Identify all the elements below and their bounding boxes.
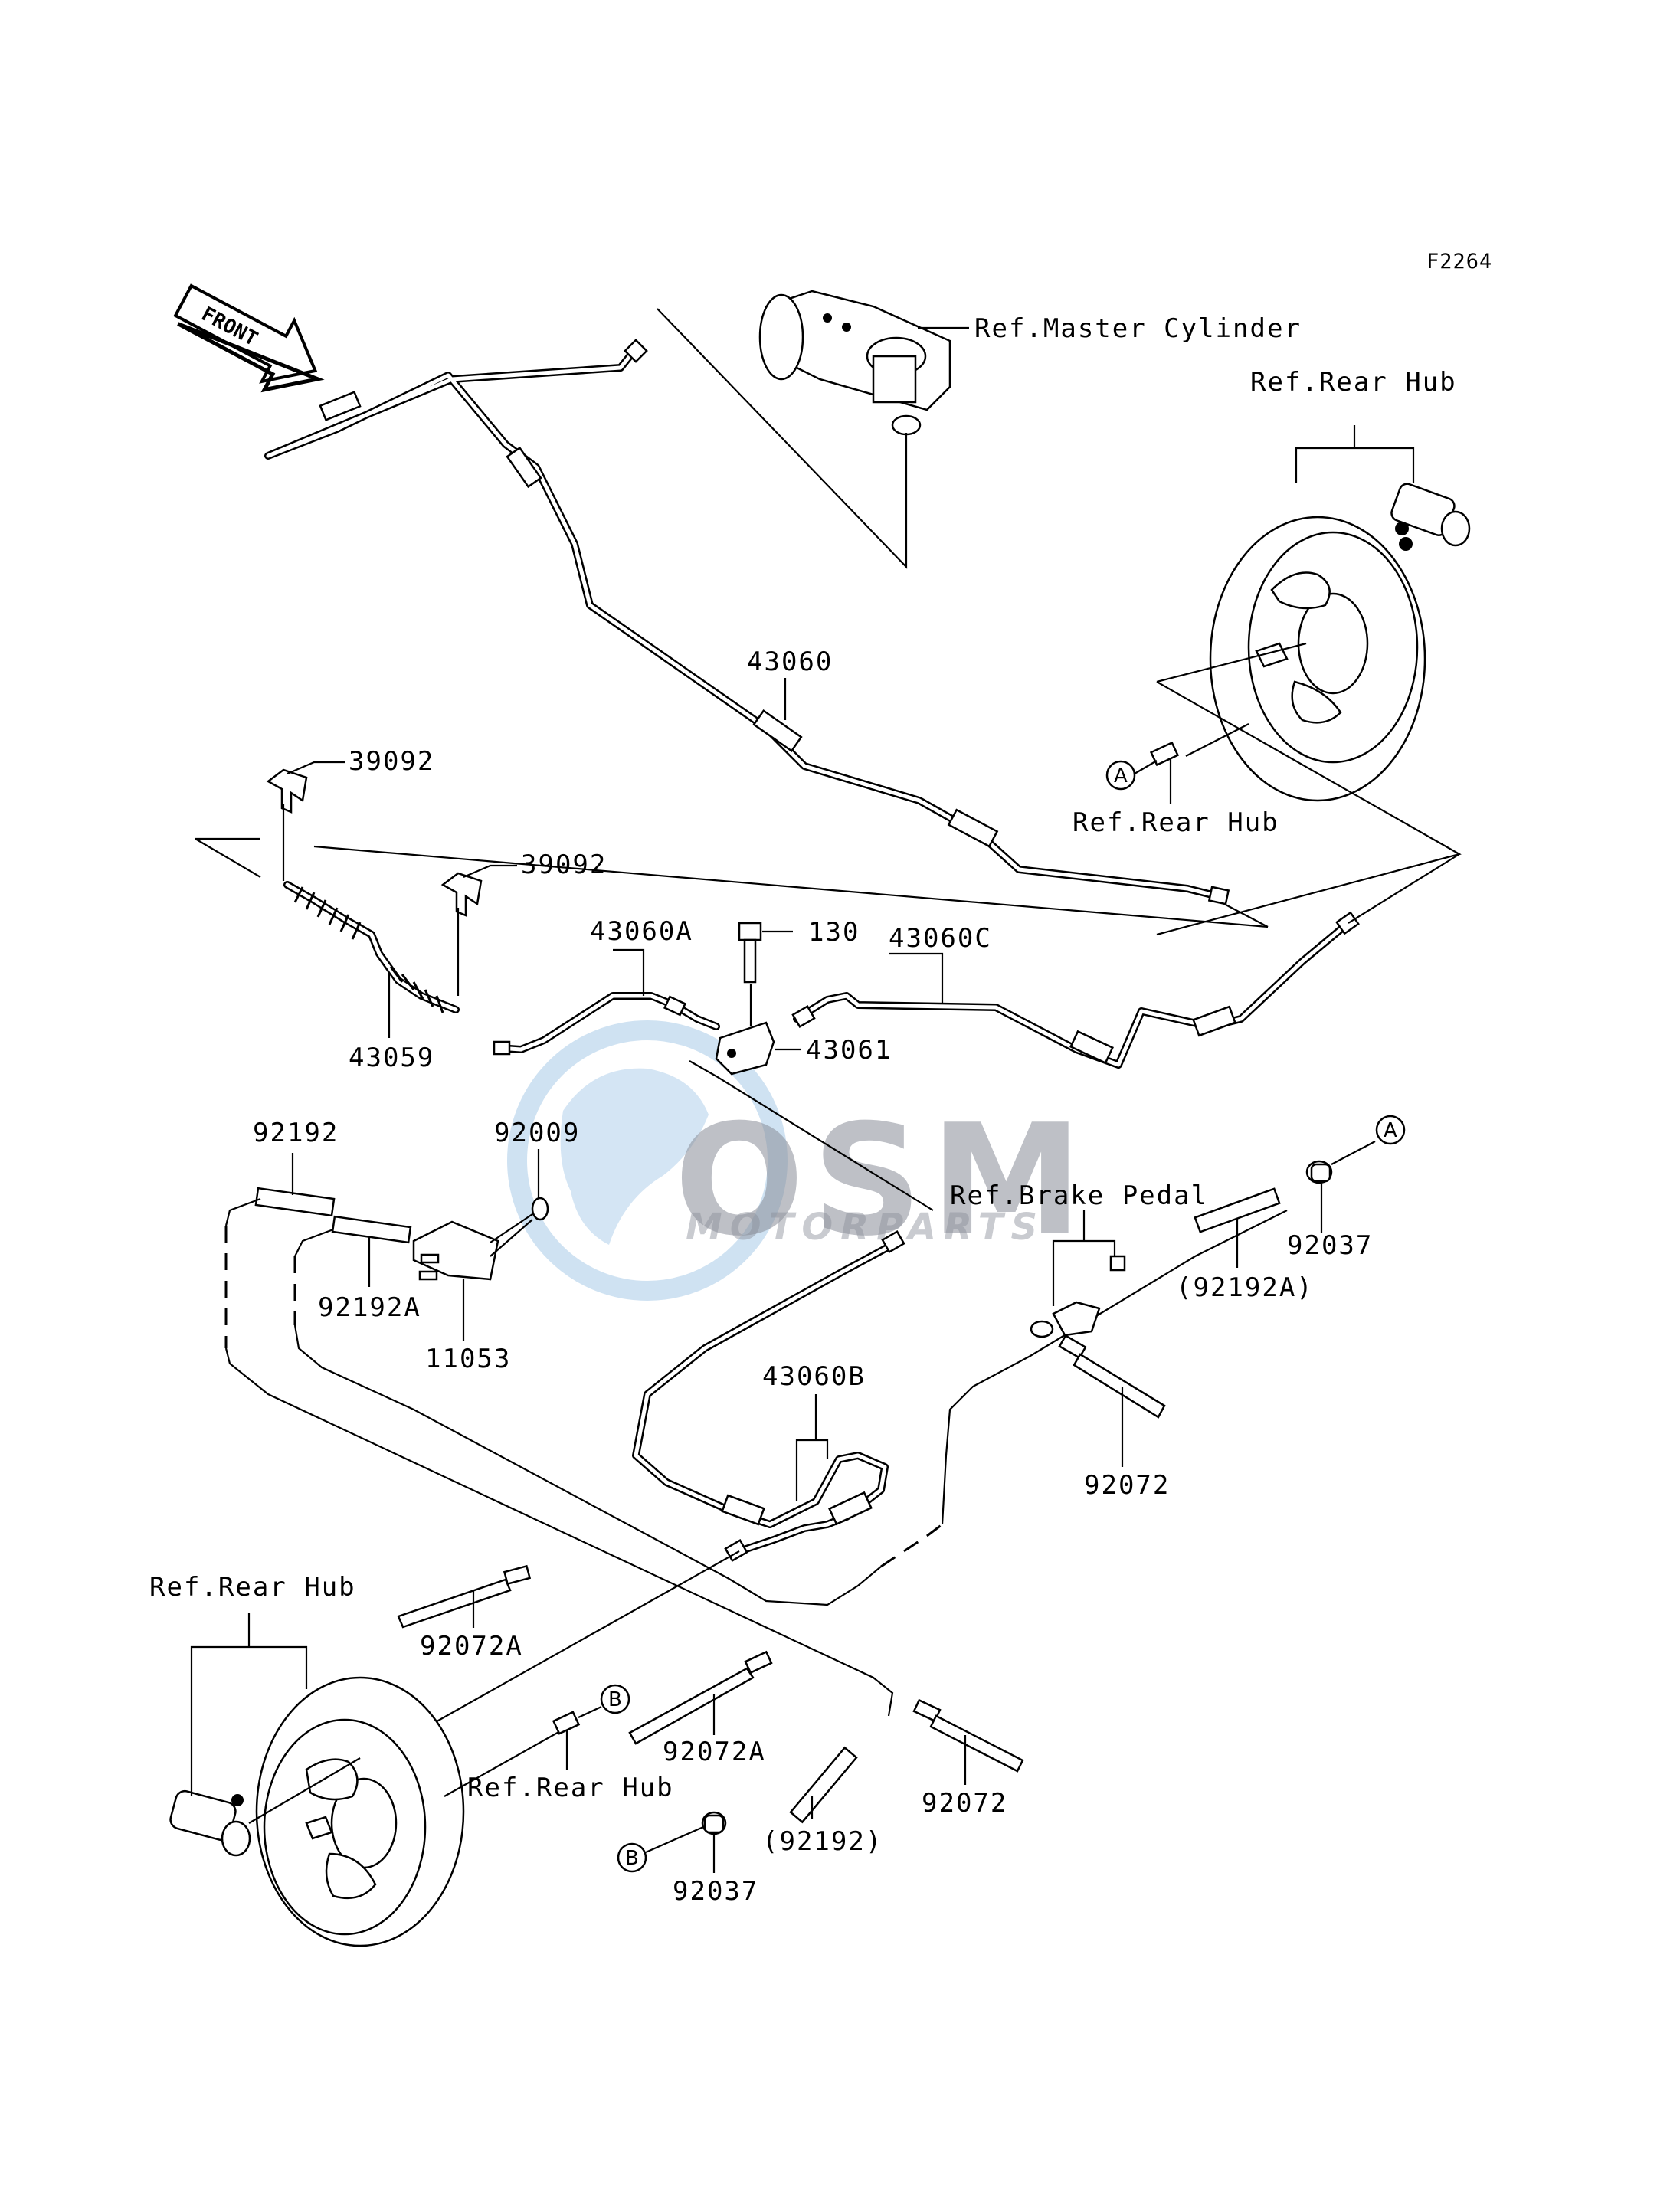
- ref-rear-hub-top: Ref.Rear Hub: [1250, 367, 1457, 398]
- label-92072-a: 92072: [1084, 1470, 1170, 1501]
- label-43061: 43061: [806, 1035, 892, 1066]
- ref-master-cylinder: Ref.Master Cylinder: [974, 313, 1302, 344]
- callout-b-mid: B: [608, 1688, 622, 1711]
- label-11053: 11053: [425, 1344, 511, 1374]
- clamp-icon: [701, 1811, 727, 1835]
- bolt-130: [738, 922, 762, 984]
- fitting-92009: [531, 1197, 549, 1221]
- hose-43059: [283, 881, 460, 1013]
- cable-tie-icon: [628, 1650, 773, 1745]
- label-130: 130: [808, 917, 860, 948]
- label-92192: 92192: [253, 1118, 339, 1148]
- cable-tie-icon: [912, 1698, 1024, 1773]
- label-92192A: 92192A: [318, 1292, 421, 1323]
- ref-rear-hub-bottom-left: Ref.Rear Hub: [149, 1572, 356, 1603]
- label-92192-paren: (92192): [762, 1826, 883, 1857]
- callout-a-top: A: [1114, 765, 1128, 787]
- joint-43061: [715, 1021, 775, 1076]
- cable-tie-icon: [1058, 1334, 1166, 1419]
- watermark-tagline: MOTORPARTS: [686, 1206, 1045, 1249]
- ref-rear-hub-mid: Ref.Rear Hub: [1073, 807, 1279, 838]
- callout-b-bottom: B: [625, 1847, 639, 1870]
- label-43059: 43059: [349, 1043, 434, 1073]
- cable-tie-icon: [397, 1564, 532, 1629]
- label-39092-a: 39092: [349, 746, 434, 777]
- clamp-icon: [1305, 1160, 1333, 1184]
- callout-a-right: A: [1384, 1119, 1397, 1142]
- label-92037-b: 92037: [673, 1876, 758, 1907]
- label-43060C: 43060C: [889, 923, 992, 954]
- label-92009: 92009: [494, 1118, 580, 1148]
- globe-icon: [507, 1020, 788, 1301]
- wheel-cylinder-icon: [169, 1789, 251, 1857]
- label-39092-b: 39092: [521, 850, 607, 880]
- ref-rear-hub-bottom-mid: Ref.Rear Hub: [467, 1773, 674, 1803]
- label-92072-b: 92072: [922, 1788, 1007, 1819]
- brake-switch-icon: [412, 1220, 499, 1281]
- clip-39092-a: [266, 768, 308, 814]
- hose-92192-bottom: [789, 1746, 858, 1824]
- pedal-bracket: [1030, 1255, 1126, 1338]
- hose-92192: [254, 1187, 336, 1217]
- hose-92192A: [331, 1215, 412, 1244]
- hose-92192A-right: [1194, 1187, 1281, 1233]
- watermark-brand: OSM: [674, 1092, 1090, 1270]
- label-92072A-a: 92072A: [420, 1631, 523, 1662]
- diagram-code: F2264: [1426, 250, 1492, 273]
- label-43060A: 43060A: [590, 916, 693, 947]
- front-arrow-icon: FRONT: [173, 283, 325, 393]
- ref-brake-pedal: Ref.Brake Pedal: [950, 1180, 1208, 1211]
- watermark: OSM MOTORPARTS: [507, 1020, 1090, 1301]
- label-43060: 43060: [747, 647, 833, 677]
- label-92072A-b: 92072A: [663, 1737, 766, 1767]
- master-cylinder-icon: [758, 290, 951, 436]
- bleeder-bottom: [552, 1711, 581, 1735]
- label-43060B: 43060B: [762, 1361, 866, 1392]
- clip-39092-b: [440, 872, 483, 917]
- brake-drum-icon: [255, 1676, 465, 1947]
- bleeder-top: [1149, 741, 1180, 767]
- brake-drum-icon: [1209, 516, 1426, 802]
- wheel-cylinder-icon: [1390, 483, 1471, 551]
- label-92192A-paren: (92192A): [1176, 1272, 1314, 1303]
- label-92037-a: 92037: [1287, 1230, 1373, 1261]
